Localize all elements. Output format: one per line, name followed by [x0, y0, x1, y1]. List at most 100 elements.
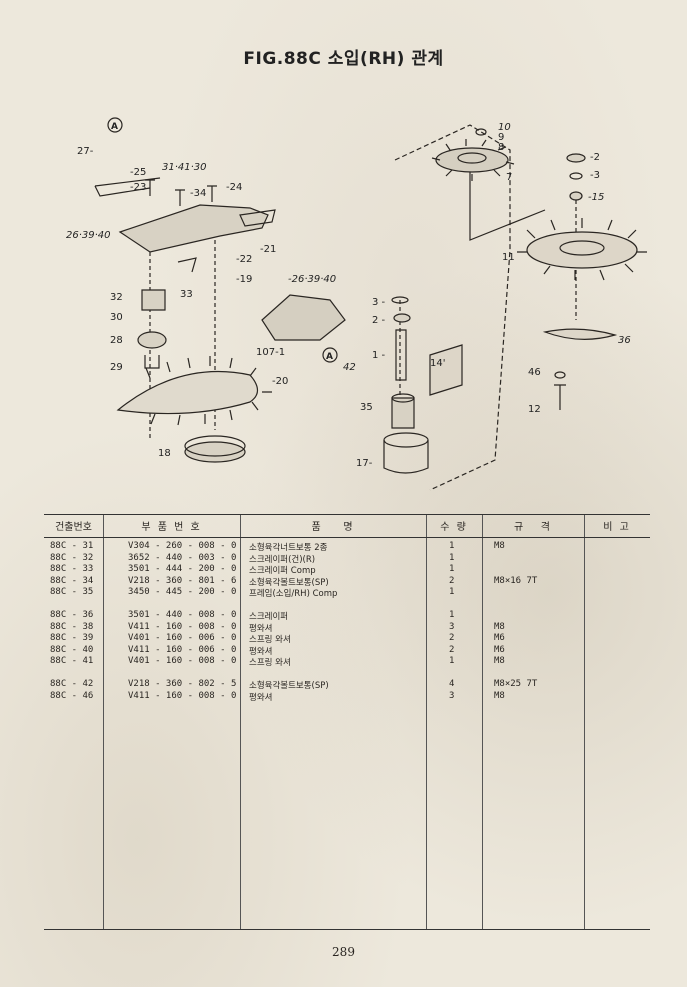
callout-29: 29	[110, 362, 123, 373]
cell-spec: M6	[494, 644, 505, 655]
cell-name: 스크레이퍼(건)(R)	[249, 554, 316, 565]
header-no: 건출번호	[55, 522, 92, 533]
cell-spec: M6	[494, 633, 505, 644]
callout-21: -21	[260, 244, 276, 255]
callout-33: 33	[180, 289, 193, 300]
scraper-36-part	[542, 328, 618, 340]
cell-qty: 4	[449, 679, 455, 689]
cell-part: V401 - 160 - 006 - 0	[128, 633, 237, 644]
ring-part	[383, 432, 429, 448]
cell-part: 3450 - 445 - 200 - 0	[128, 587, 237, 598]
callout-3: 3 -	[372, 297, 386, 308]
callout-35: 35	[360, 402, 373, 413]
cell-spec: M8	[494, 656, 505, 667]
cell-name: 스크레이퍼	[249, 612, 289, 622]
callout-8: 8	[498, 142, 504, 153]
cell-part: 3652 - 440 - 003 - 0	[128, 552, 237, 563]
callout-30: 30	[110, 312, 123, 323]
table-row: 88C - 32 3652 - 440 - 003 - 0 스크레이퍼(건)(R) 1	[44, 553, 650, 565]
cell-name: 스크레이퍼 Comp	[249, 566, 316, 577]
table-row: 88C - 35 3450 - 445 - 200 - 0 프레임(소입/RH) C…	[44, 587, 650, 599]
cell-no: 88C - 46	[50, 690, 94, 701]
callout-36: 36	[618, 335, 631, 346]
cell-no: 88C - 40	[50, 644, 94, 655]
cell-no: 88C - 42	[50, 679, 94, 689]
marker-a-label: A	[111, 122, 118, 132]
cell-no: 88C - 39	[50, 633, 94, 644]
callout-1: 1 -	[372, 350, 386, 361]
callout-42: 42	[343, 362, 356, 373]
callout-46: 46	[528, 367, 541, 378]
cell-name: 평와셔	[249, 646, 273, 657]
marker-a-label-2: A	[326, 352, 333, 362]
callout-26-39-40-b: -26·39·40	[288, 274, 336, 285]
callout-2-right: -2	[590, 152, 600, 163]
callout-26-39-40: 26·39·40	[66, 230, 111, 241]
page-title: FIG.88C 소입(RH) 관계	[243, 49, 444, 69]
cell-name: 프레임(소입/RH) Comp	[249, 589, 338, 600]
callout-32: 32	[110, 292, 123, 303]
cell-qty: 1	[449, 541, 455, 551]
callout-11: 11	[502, 252, 515, 263]
callout-25: -25	[130, 167, 146, 178]
scraper-bracket-part	[141, 289, 166, 311]
cell-no: 88C - 34	[50, 575, 94, 586]
callout-3-right: -3	[590, 170, 600, 181]
callout-24: -24	[226, 182, 242, 193]
header-part: 부 품 번 호	[141, 522, 202, 533]
callout-15: -15	[588, 192, 604, 203]
header-name: 품 명	[311, 522, 355, 533]
cell-no: 88C - 38	[50, 621, 94, 632]
bracket-assembly-part	[261, 294, 346, 341]
cell-qty: 3	[449, 621, 455, 632]
callout-14: 14'	[430, 358, 445, 369]
cell-no: 88C - 32	[50, 552, 94, 563]
sprocket-7-part	[435, 147, 509, 173]
callout-9: 9	[498, 132, 504, 143]
callout-22: -22	[236, 254, 252, 265]
callout-20: -20	[272, 376, 288, 387]
cell-qty: 1	[449, 564, 455, 575]
plate-part	[184, 441, 246, 463]
sleeve-part	[391, 397, 415, 429]
cell-no: 88C - 31	[50, 541, 94, 551]
header-spec: 규 격	[514, 522, 552, 533]
exploded-parts-diagram: 27- -25 -23 26·39·40 31·41·30 -34 -24 -2…	[66, 117, 647, 491]
cell-no: 88C - 35	[50, 587, 94, 598]
cell-name: 소형육각볼트보통(SP)	[249, 577, 329, 588]
cell-part: V218 - 360 - 802 - 5	[128, 679, 237, 689]
callout-2: 2 -	[372, 315, 386, 326]
cell-part: V218 - 360 - 801 - 6	[128, 575, 237, 586]
cell-no: 88C - 41	[50, 656, 94, 667]
cell-part: V411 - 160 - 008 - 0	[128, 621, 237, 632]
callout-28: 28	[110, 335, 123, 346]
table-row: 88C - 33 3501 - 444 - 200 - 0 스크레이퍼 Comp 1	[44, 564, 650, 576]
callout-17: 17-	[356, 458, 373, 469]
cell-qty: 3	[449, 690, 455, 701]
star-wheel-part	[116, 370, 259, 415]
cell-spec: M8	[494, 690, 505, 701]
callout-7: 7	[506, 172, 512, 183]
cell-part: V411 - 160 - 008 - 0	[128, 690, 237, 701]
table-header: 건출번호 부 품 번 호 품 명 수 량 규 격 비 고	[44, 515, 650, 538]
callout-31-41-30: 31·41·30	[162, 162, 207, 173]
cell-no: 88C - 33	[50, 564, 94, 575]
callout-107-1: 107-1	[256, 347, 285, 358]
cell-qty: 1	[449, 552, 455, 563]
cell-part: 3501 - 444 - 200 - 0	[128, 564, 237, 575]
callout-34: -34	[190, 188, 206, 199]
cell-part: V411 - 160 - 006 - 0	[128, 644, 237, 655]
callout-10: 10	[498, 122, 511, 133]
cell-part: V401 - 160 - 008 - 0	[128, 656, 237, 667]
cell-name: 소형육각너트보통 2종	[249, 543, 328, 553]
cell-spec: M8	[494, 621, 505, 632]
